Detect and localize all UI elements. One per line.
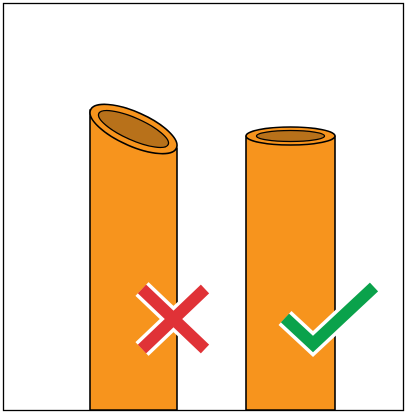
square-cut-pipe [245, 126, 336, 411]
square-pipe-opening [255, 129, 326, 143]
angled-pipe-body [89, 109, 178, 411]
x-icon [135, 282, 212, 356]
angled-pipe-opening [97, 109, 170, 149]
square-pipe-body [245, 135, 336, 411]
angled-cut-pipe [89, 103, 178, 411]
checkmark-icon [278, 280, 381, 357]
image-border [2, 2, 405, 412]
